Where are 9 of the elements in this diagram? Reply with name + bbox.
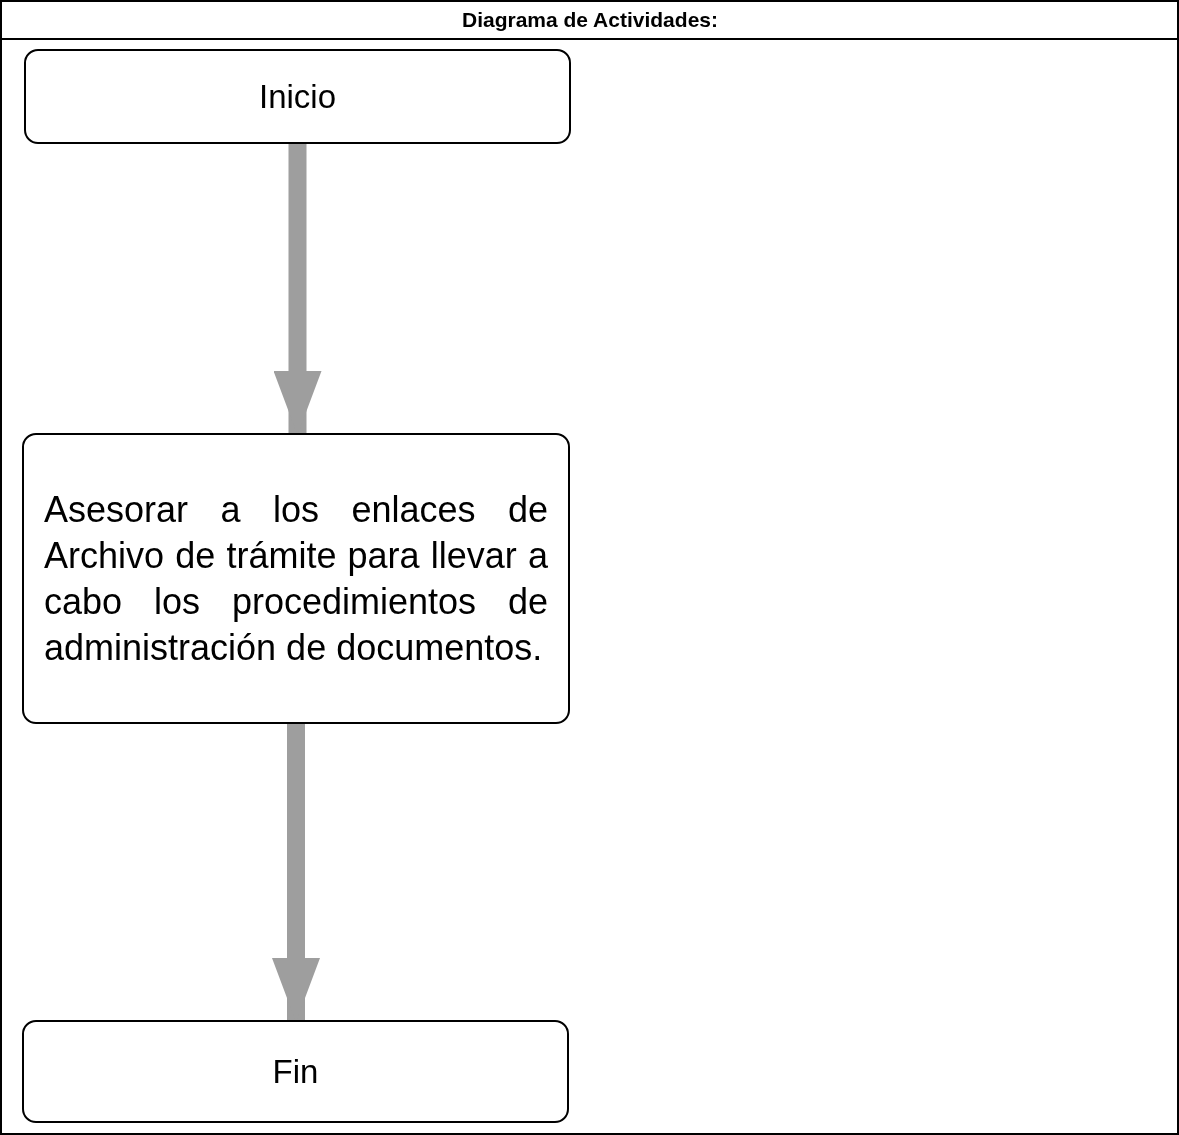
diagram-title: Diagrama de Actividades: xyxy=(461,7,719,33)
activity-box xyxy=(22,433,570,724)
activity-text: Fin xyxy=(272,1051,319,1092)
activity-text: Asesorar a los enlaces de Archivo de trámite para llevar a cabo los procedimientos de administración de documentos. xyxy=(44,487,548,670)
activity-text: Inicio xyxy=(258,76,336,117)
activity-box xyxy=(24,49,571,144)
arrow xyxy=(273,144,322,435)
activity-box xyxy=(22,1020,569,1123)
arrow xyxy=(272,724,320,1022)
